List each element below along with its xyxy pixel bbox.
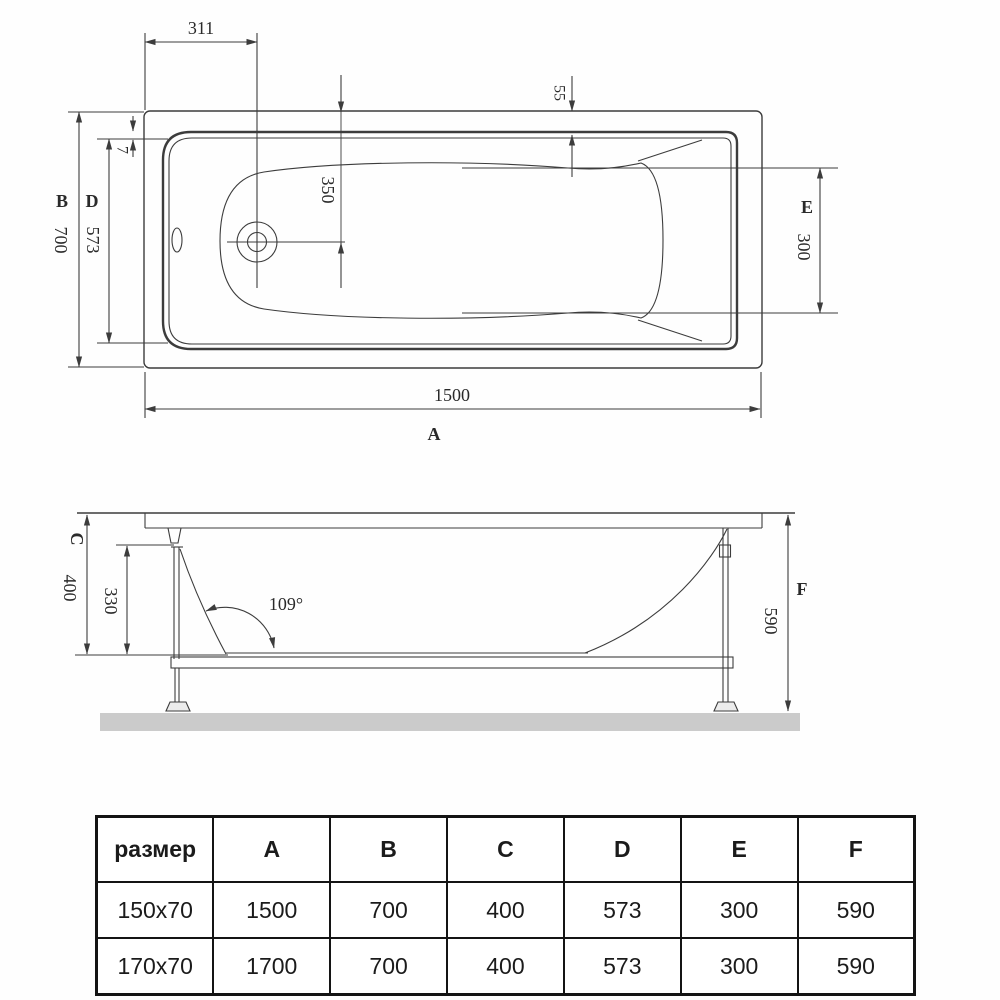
floor	[100, 713, 800, 731]
table-row: 150x70 1500 700 400 573 300 590	[95, 881, 916, 939]
cell-value: 1500	[212, 881, 332, 939]
label-D: D	[86, 191, 99, 211]
right-leg-adjuster	[718, 544, 732, 558]
cell-value: 400	[446, 937, 565, 996]
tub-outer-rim	[143, 110, 763, 369]
cell-value: 590	[796, 937, 916, 996]
cell-value: 700	[329, 881, 449, 939]
cell-value: 573	[562, 937, 682, 996]
cell-size-170x70: 170x70	[95, 937, 215, 996]
cell-value: 300	[679, 937, 799, 996]
side-view-labels: C 400 330 109° F 590	[60, 533, 808, 635]
support-rail	[170, 656, 734, 669]
dim-573-label: 573	[83, 227, 103, 254]
side-view-drawing: C 400 330 109° F 590	[60, 512, 808, 731]
header-F: F	[796, 815, 916, 883]
label-A: A	[428, 424, 441, 444]
top-view-drawing: 311 55 7 B D 700 573 350 E 300 1500 A	[51, 18, 838, 444]
angle-arc-109	[205, 604, 276, 649]
cell-value: 590	[796, 881, 916, 939]
dim-330-label: 330	[101, 588, 121, 615]
right-foot	[713, 701, 739, 712]
label-F: F	[797, 579, 808, 599]
headrest-slope-bottom	[637, 319, 703, 342]
top-view-labels: 311 55 7 B D 700 573 350 E 300 1500 A	[51, 18, 814, 444]
headrest-slope-top	[637, 139, 703, 162]
header-E: E	[679, 815, 799, 883]
tub-front-curve	[584, 528, 728, 654]
cell-value: 573	[562, 881, 682, 939]
dim-300-label: 300	[794, 234, 814, 261]
header-A: A	[212, 815, 332, 883]
dim-55-label: 55	[551, 85, 568, 101]
table-row: 170x70 1700 700 400 573 300 590	[95, 937, 916, 996]
tub-back-slope	[179, 548, 227, 655]
overflow-hole	[171, 227, 183, 253]
cell-value: 400	[446, 881, 565, 939]
dim-350-label: 350	[318, 177, 338, 204]
tub-rim-inner-line	[168, 137, 732, 345]
label-E: E	[801, 197, 813, 217]
dimensions-table: размер A B C D E F 150x70 1500 700 400 5…	[95, 815, 916, 996]
dim-7-label: 7	[114, 146, 131, 154]
dim-311-label: 311	[188, 18, 214, 38]
header-C: C	[446, 815, 565, 883]
header-D: D	[562, 815, 682, 883]
dim-1500-label: 1500	[434, 385, 470, 405]
left-leg-bracket	[167, 527, 182, 544]
cell-size-150x70: 150x70	[95, 881, 215, 939]
table-header-row: размер A B C D E F	[95, 815, 916, 883]
label-B: B	[56, 191, 68, 211]
cell-value: 700	[329, 937, 449, 996]
cell-value: 1700	[212, 937, 332, 996]
left-foot	[165, 701, 191, 712]
top-view-geometry	[68, 33, 838, 418]
side-view-geometry	[75, 512, 795, 712]
dim-400-label: 400	[60, 575, 80, 602]
angle-109-label: 109°	[269, 594, 303, 614]
cell-value: 300	[679, 881, 799, 939]
header-size: размер	[95, 815, 215, 883]
dim-590-label: 590	[761, 608, 781, 635]
label-C: C	[67, 533, 87, 546]
dim-700-label: 700	[51, 227, 71, 254]
tub-basin-outline	[219, 162, 664, 319]
header-B: B	[329, 815, 449, 883]
tub-rim-edge	[161, 130, 739, 351]
